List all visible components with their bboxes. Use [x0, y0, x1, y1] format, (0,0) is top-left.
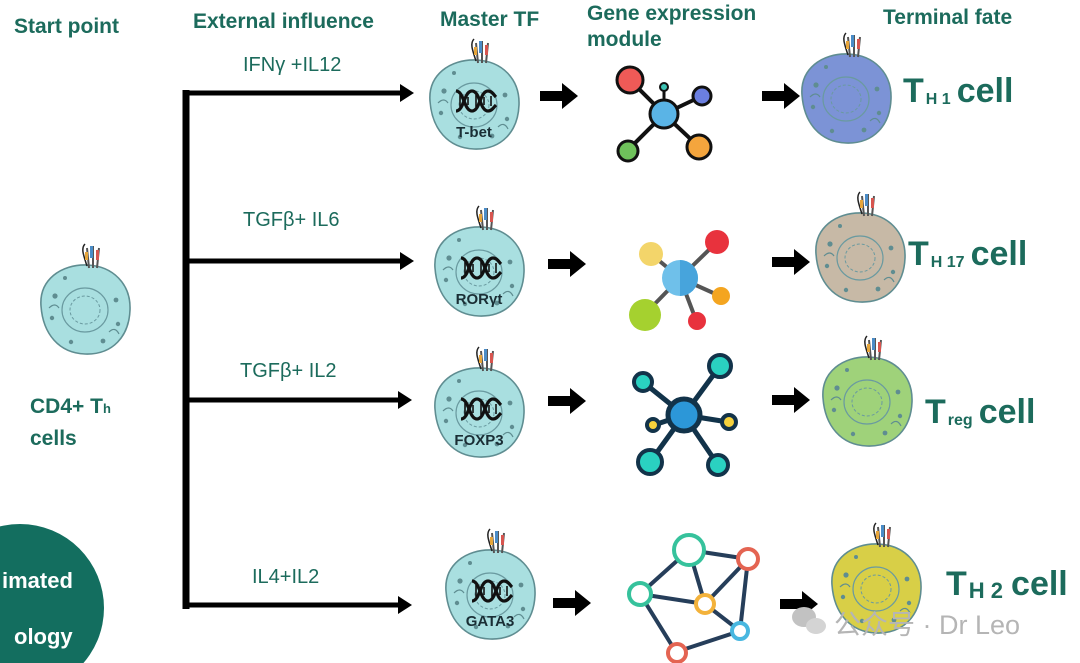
arrow-icon	[553, 590, 591, 616]
arrow-icon	[548, 251, 586, 277]
arrow-icon	[772, 249, 810, 275]
th17-cell	[814, 191, 907, 304]
fate-suffix: cell	[1011, 565, 1068, 603]
header-gene-expression-module: Gene expression module	[587, 1, 756, 53]
gene-module-icon-4	[627, 533, 760, 663]
tf-label-roryt: RORγt	[455, 291, 503, 308]
gene-module-icon-1	[615, 65, 713, 163]
fate-main: T	[903, 72, 924, 110]
cd4-label-sub: h	[102, 401, 111, 416]
cd4-label-main: CD4+ T	[30, 395, 103, 418]
animated-biology-logo	[0, 524, 104, 663]
arrow-icon	[540, 83, 578, 109]
fate-suffix: cell	[970, 235, 1028, 273]
fate-sub: reg	[947, 412, 973, 429]
tf-label-foxp3: FOXP3	[454, 432, 504, 449]
start-cell-label: CD4+ Th cells	[30, 392, 111, 454]
fate-suffix: cell	[978, 393, 1036, 431]
cd4-label-line2: cells	[30, 427, 77, 450]
fate-sub: H 2	[968, 578, 1004, 603]
arrow-icon	[548, 388, 586, 414]
fate-label-th2: TH 2 cell	[946, 565, 1068, 604]
influence-label-th2: IL4+IL2	[252, 566, 320, 588]
header-master-tf: Master TF	[440, 8, 540, 31]
header-terminal-fate: Terminal fate	[883, 6, 1013, 29]
naive-cd4-cell	[39, 243, 132, 356]
arrow-icon	[762, 83, 800, 109]
logo-text-line1: imated	[2, 568, 73, 593]
branch-connector	[182, 84, 414, 614]
arrow-icon	[772, 387, 810, 413]
logo-text-line2: ology	[14, 624, 73, 649]
fate-suffix: cell	[956, 72, 1014, 110]
influence-label-th17: TGFβ+ IL6	[243, 209, 340, 231]
wechat-icon	[792, 607, 826, 634]
gene-module-icon-3	[632, 353, 738, 477]
header-start-point: Start point	[14, 15, 119, 38]
header-gene-expression-line1: Gene expression	[587, 2, 757, 25]
th1-cell	[800, 32, 893, 145]
fate-main: T	[925, 393, 946, 431]
fate-main: T	[908, 235, 929, 273]
influence-label-th1: IFNγ +IL12	[243, 54, 342, 76]
fate-main: T	[946, 565, 967, 603]
treg-cell	[821, 335, 914, 448]
influence-label-treg: TGFβ+ IL2	[240, 360, 337, 382]
tf-label-gata3: GATA3	[465, 613, 515, 630]
tf-label-tbet: T-bet	[456, 124, 492, 141]
fate-sub: H 1	[925, 91, 951, 108]
header-external-influence: External influence	[193, 10, 374, 33]
header-gene-expression-line2: module	[587, 28, 662, 51]
fate-sub: H 17	[930, 254, 965, 271]
gene-module-icon-2	[629, 230, 730, 331]
watermark-text: 公众号 · Dr Leo	[834, 610, 1021, 640]
